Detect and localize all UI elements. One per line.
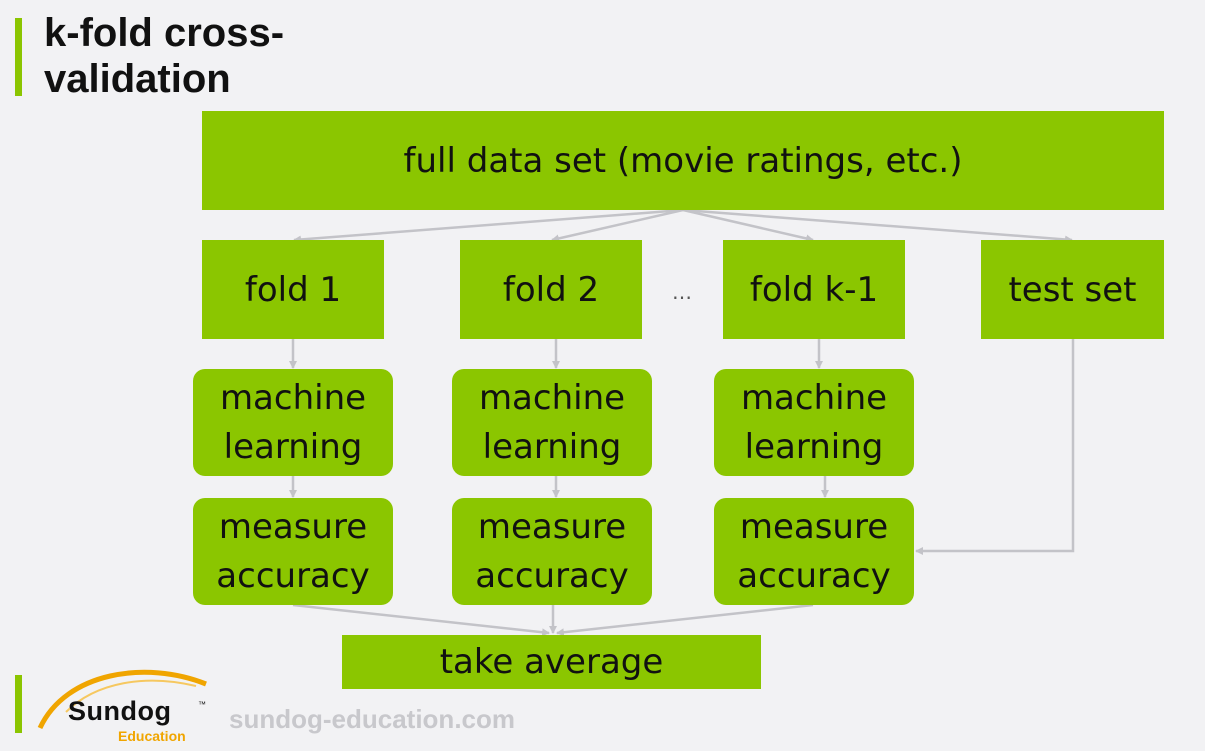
machine-learning-line-2: learning [223,426,363,467]
measure-accuracy-box-k-1: measure accuracy [714,498,914,605]
fold-1-box: fold 1 [202,240,384,339]
footer-accent-bar [15,675,22,733]
machine-learning-box-2: machine learning [452,369,652,476]
measure-accuracy-line-1: measure [739,506,889,547]
page-title: k-fold cross-validation [44,11,285,101]
logo-trademark: ™ [198,700,206,709]
arrow-testset-to-measure [915,339,1075,555]
ellipsis: … [672,280,692,304]
measure-accuracy-box-1: measure accuracy [193,498,393,605]
machine-learning-box-k-1: machine learning [714,369,914,476]
measure-accuracy-line-2: accuracy [475,555,629,596]
arrow-measure1-to-average [292,603,550,637]
fold-2-label: fold 2 [502,269,600,310]
arrow-full-to-testset [682,208,1073,244]
full-data-set-box: full data set (movie ratings, etc.) [202,111,1164,210]
title-accent-bar [15,18,22,96]
machine-learning-box-1: machine learning [193,369,393,476]
fold-k-1-box: fold k-1 [723,240,905,339]
logo-wordmark: Sundog [68,696,172,726]
take-average-label: take average [439,642,664,682]
arrow-full-to-foldk1 [682,208,814,243]
test-set-label: test set [1008,269,1137,310]
measure-accuracy-line-1: measure [477,506,627,547]
measure-accuracy-line-2: accuracy [216,555,370,596]
sundog-logo-arc-icon [37,669,207,730]
measure-accuracy-line-1: measure [218,506,368,547]
footer-url: sundog-education.com [229,704,515,734]
machine-learning-line-1: machine [219,377,367,418]
logo-subtitle: Education [118,728,186,744]
full-data-set-label: full data set (movie ratings, etc.) [403,140,963,181]
fold-2-box: fold 2 [460,240,642,339]
arrow-full-to-fold1 [293,208,684,244]
take-average-box: take average [342,635,761,689]
test-set-box: test set [981,240,1164,339]
measure-accuracy-line-2: accuracy [737,555,891,596]
machine-learning-line-2: learning [744,426,884,467]
machine-learning-line-1: machine [478,377,626,418]
fold-1-label: fold 1 [244,269,342,310]
fold-k-1-label: fold k-1 [749,269,879,310]
machine-learning-line-1: machine [740,377,888,418]
arrow-measurek1-to-average [556,603,814,637]
machine-learning-line-2: learning [482,426,622,467]
arrow-full-to-fold2 [551,208,684,243]
measure-accuracy-box-2: measure accuracy [452,498,652,605]
